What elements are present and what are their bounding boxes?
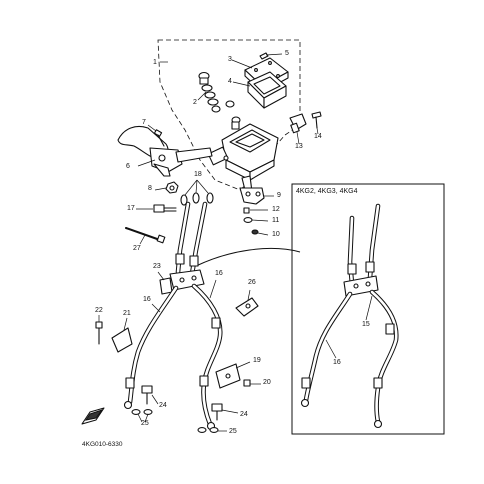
variant-label: 4KG2, 4KG3, 4KG4 xyxy=(296,188,358,195)
master-cylinder-holder xyxy=(239,187,274,205)
callout-c25a: 25 xyxy=(141,420,149,427)
callout-c18: 18 xyxy=(194,171,202,178)
lever-nut xyxy=(154,181,179,194)
leader-hose-right xyxy=(209,279,217,299)
callout-c11: 11 xyxy=(272,217,279,224)
variant-box xyxy=(291,183,445,435)
caliper-union-bolt-right xyxy=(211,403,239,421)
callout-c20: 20 xyxy=(263,379,271,386)
callout-c27: 27 xyxy=(133,245,141,252)
leader-15 xyxy=(365,295,373,321)
brake-light-switch xyxy=(289,113,307,145)
callout-c13: 13 xyxy=(295,143,303,150)
callout-c6: 6 xyxy=(126,163,130,170)
callout-labels: 1234567891011121314151616161718192021222… xyxy=(95,50,370,435)
variant-left-hose xyxy=(300,291,353,408)
callout-c23: 23 xyxy=(153,263,161,270)
leader-4 xyxy=(232,81,251,87)
caliper-union-bolt-left xyxy=(141,385,159,405)
hose-clamp-upper xyxy=(235,289,259,317)
callout-c16c: 16 xyxy=(333,359,341,366)
caliper-washers-right xyxy=(197,427,227,433)
piston-kit xyxy=(198,71,241,130)
callout-c22: 22 xyxy=(95,307,103,314)
callout-c26: 26 xyxy=(248,279,256,286)
callout-c7: 7 xyxy=(142,119,146,126)
leader-16c xyxy=(325,339,337,359)
callout-c5: 5 xyxy=(285,50,289,57)
variant-right-hose xyxy=(369,289,399,429)
callout-c16a: 16 xyxy=(143,296,151,303)
callout-c15a: 15 xyxy=(362,321,370,328)
copper-washers xyxy=(180,179,214,206)
leader-hose-left xyxy=(151,303,161,313)
master-cylinder-body xyxy=(207,123,279,195)
right-brake-hose xyxy=(191,283,223,431)
callout-c8: 8 xyxy=(148,185,152,192)
front-direction-icon xyxy=(81,407,105,425)
callout-c10: 10 xyxy=(272,231,280,238)
union-bolt xyxy=(136,204,177,213)
leader-3 xyxy=(231,59,253,69)
section-divider-curve xyxy=(195,247,301,267)
diaphragm xyxy=(247,71,287,109)
callout-c24a: 24 xyxy=(159,402,167,409)
holder-washer xyxy=(243,217,269,223)
brake-lever xyxy=(117,125,213,177)
callout-c14: 14 xyxy=(314,133,322,140)
cable-tie xyxy=(125,227,166,245)
callout-c12: 12 xyxy=(272,206,280,213)
switch-screw xyxy=(311,111,322,135)
callout-c17: 17 xyxy=(127,205,135,212)
variant-hose-joint xyxy=(343,275,379,297)
variant-upper-hoses xyxy=(347,203,381,287)
hose-guide-right xyxy=(215,361,251,389)
callout-c1: 1 xyxy=(153,59,157,66)
guide-bolt-right xyxy=(243,379,261,387)
callout-c24b: 24 xyxy=(240,411,248,418)
callout-c21: 21 xyxy=(123,310,131,317)
figure-code: 4KG010-6330 xyxy=(82,441,123,448)
hose-guide-left xyxy=(111,317,133,353)
callout-c9: 9 xyxy=(277,192,281,199)
callout-c2: 2 xyxy=(193,99,197,106)
leader-2 xyxy=(197,91,207,101)
left-brake-hose xyxy=(123,285,179,410)
caliper-washers-left xyxy=(131,409,153,423)
cap-screw xyxy=(259,52,283,60)
lever-pivot-bolt xyxy=(147,124,165,147)
callout-c16b: 16 xyxy=(215,270,223,277)
callout-c25b: 25 xyxy=(229,428,237,435)
callout-c19: 19 xyxy=(253,357,261,364)
holder-grommet xyxy=(251,229,269,236)
guide-bolt-left xyxy=(95,315,103,345)
callout-c4: 4 xyxy=(228,78,232,85)
upper-brake-hoses xyxy=(175,201,208,277)
holder-bolt xyxy=(243,207,268,214)
callout-c3: 3 xyxy=(228,56,232,63)
